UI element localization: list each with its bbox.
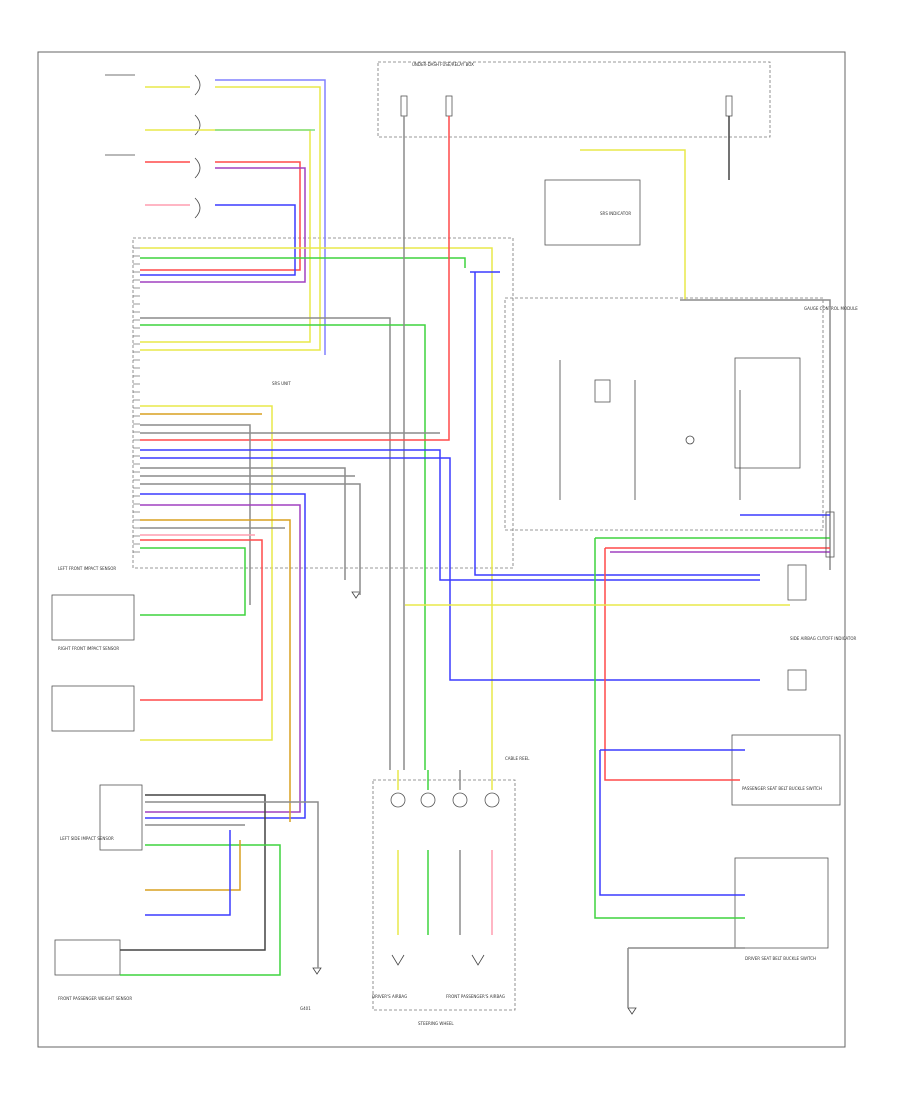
wire-gray-gauge-top (680, 299, 831, 570)
passenger-seat-belt-switch-label: PASSENGER SEAT BELT BUCKLE SWITCH (742, 786, 822, 791)
left-front-impact-sensor-label: LEFT FRONT IMPACT SENSOR (58, 566, 116, 571)
wire-blue-top (215, 79, 326, 355)
passenger-seat-belt-switch-box (731, 734, 841, 806)
wire-green-lower (140, 547, 246, 616)
srs-unit-label: SRS UNIT (272, 381, 291, 386)
wire-green-right (594, 537, 830, 919)
data-link-connector-box (734, 357, 801, 469)
wire-blue-right-2 (599, 749, 745, 896)
side-airbag-cutoff-label: SIDE AIRBAG CUTOFF INDICATOR (790, 636, 857, 641)
driver-seat-belt-switch-label: DRIVER SEAT BELT BUCKLE SWITCH (745, 956, 816, 961)
front-passenger-weight-sensor-box (54, 939, 121, 976)
wire-red-fuse-2 (140, 116, 450, 441)
wires (120, 79, 831, 1008)
right-connector-boxes (787, 511, 835, 691)
top-left-sensor-symbols (105, 74, 201, 219)
wire-red-right (604, 547, 830, 781)
srs-indicator-label: SRS INDICATOR (600, 211, 631, 216)
wire-purple-lower (140, 504, 301, 813)
ground-symbols (312, 591, 637, 1015)
wire-blue-bus (470, 271, 760, 576)
fuse-box-outline (377, 61, 771, 138)
wire-yellow-fuse-right (580, 149, 686, 300)
wire-gray-lower-5 (140, 483, 361, 595)
wire-yellow-lower (140, 405, 273, 741)
left-front-impact-sensor-box (51, 594, 135, 641)
wire-green-side (120, 844, 281, 976)
steering-wheel-label: STEERING WHEEL (418, 1021, 454, 1026)
wire-blue-side (145, 830, 231, 916)
cable-reel-label: CABLE REEL (505, 756, 530, 761)
front-passenger-weight-sensor-label: FRONT PASSENGER WEIGHT SENSOR (58, 996, 132, 1001)
wire-orange-side (145, 840, 241, 891)
airbag-squib-symbols (390, 792, 500, 808)
wire-blue-lower-3 (140, 493, 306, 819)
wire-gray-bus (140, 317, 391, 770)
wire-gray-lower (140, 424, 251, 605)
wire-blue-second (140, 204, 296, 276)
right-front-impact-sensor-label: RIGHT FRONT IMPACT SENSOR (58, 646, 119, 651)
wire-gray-side (145, 801, 319, 968)
wire-yellow-bus (140, 247, 493, 770)
wire-purple-second (140, 167, 306, 283)
srs-unit-outline (132, 237, 514, 569)
srs-connector-pins (133, 247, 140, 553)
left-side-impact-sensor-box (99, 784, 143, 851)
gauge-module-internal (559, 360, 741, 500)
wire-red-lower (140, 539, 263, 701)
left-side-impact-sensor-label: LEFT SIDE IMPACT SENSOR (60, 836, 114, 841)
wire-orange-lower-2 (140, 519, 291, 822)
airbag-ground-symbols (391, 954, 485, 966)
fuse-box-label: UNDER-DASH FUSE/RELAY BOX (412, 62, 474, 67)
drivers-airbag-label: DRIVER'S AIRBAG (372, 994, 407, 999)
wire-blue-lower (140, 449, 760, 581)
wire-blue-lower-2 (140, 457, 760, 681)
driver-seat-belt-switch-box (734, 857, 829, 949)
wire-yellow-top (140, 86, 321, 351)
srs-indicator-box (544, 179, 641, 246)
wire-gray-lower-3 (140, 467, 346, 580)
steering-wheel-outline (372, 779, 516, 1011)
fuse-symbols (400, 95, 733, 117)
wire-dark-side (120, 794, 266, 951)
front-passengers-airbag-label: FRONT PASSENGER'S AIRBAG (446, 994, 505, 999)
wire-green-bus (140, 257, 466, 268)
gauge-control-module-outline (504, 297, 824, 531)
wire-gray-right-bottom (627, 947, 745, 1008)
diagram-frame (37, 51, 846, 1048)
right-front-impact-sensor-box (51, 685, 135, 732)
wire-red-second (140, 161, 301, 271)
gauge-control-module-label: GAUGE CONTROL MODULE (804, 306, 858, 311)
wire-green-bus-2 (140, 324, 426, 770)
ground-label: G401 (300, 1006, 311, 1011)
